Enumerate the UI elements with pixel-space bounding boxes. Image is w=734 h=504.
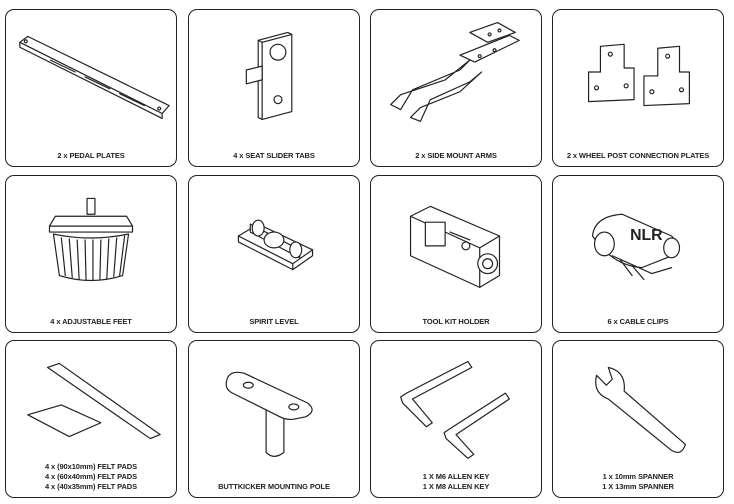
label-line: 4 x SEAT SLIDER TABS	[233, 151, 315, 160]
part-label: BUTTKICKER MOUNTING POLE	[189, 482, 359, 492]
part-label: 2 x WHEEL POST CONNECTION PLATES	[553, 151, 723, 161]
label-line: SPIRIT LEVEL	[249, 317, 299, 326]
part-card-felt-pads: 4 x (90x10mm) FELT PADS 4 x (60x40mm) FE…	[5, 340, 177, 498]
label-line: 1 X M6 ALLEN KEY	[422, 472, 490, 481]
part-card-mounting-pole: BUTTKICKER MOUNTING POLE	[188, 340, 360, 498]
label-line: 2 x SIDE MOUNT ARMS	[415, 151, 497, 160]
part-card-spanners: 1 x 10mm SPANNER 1 X 13mm SPANNER	[552, 340, 724, 498]
label-line: 4 x (90x10mm) FELT PADS	[44, 462, 138, 471]
part-label: 1 x 10mm SPANNER 1 X 13mm SPANNER	[553, 472, 723, 492]
part-label: 2 x PEDAL PLATES	[6, 151, 176, 161]
part-label: 2 x SIDE MOUNT ARMS	[371, 151, 541, 161]
label-line: 2 x PEDAL PLATES	[57, 151, 125, 160]
part-label: 6 x CABLE CLIPS	[553, 317, 723, 327]
label-line: 4 x ADJUSTABLE FEET	[50, 317, 132, 326]
part-card-allen-keys: 1 X M6 ALLEN KEY 1 X M8 ALLEN KEY	[370, 340, 542, 498]
label-line: 2 x WHEEL POST CONNECTION PLATES	[566, 151, 710, 160]
label-line: 1 X 13mm SPANNER	[602, 482, 674, 491]
spirit-level-icon	[189, 176, 359, 296]
part-label: 4 x ADJUSTABLE FEET	[6, 317, 176, 327]
label-line: TOOL KIT HOLDER	[422, 317, 490, 326]
label-line: 4 x (40x35mm) FELT PADS	[44, 482, 138, 491]
part-card-pedal-plates: 2 x PEDAL PLATES	[5, 9, 177, 167]
part-card-cable-clips: NLR 6 x CABLE CLIPS	[552, 175, 724, 333]
mounting-pole-icon	[189, 341, 359, 461]
part-label: 4 x (90x10mm) FELT PADS 4 x (60x40mm) FE…	[6, 462, 176, 492]
part-card-side-mount-arms: 2 x SIDE MOUNT ARMS	[370, 9, 542, 167]
adjustable-foot-icon	[6, 176, 176, 296]
part-card-spirit-level: SPIRIT LEVEL	[188, 175, 360, 333]
spanner-icon	[553, 341, 723, 461]
part-card-adjustable-feet: 4 x ADJUSTABLE FEET	[5, 175, 177, 333]
pedal-plate-icon	[6, 10, 176, 130]
tool-kit-holder-icon	[371, 176, 541, 296]
side-mount-arm-icon	[371, 10, 541, 130]
seat-slider-tab-icon	[189, 10, 359, 130]
part-label: TOOL KIT HOLDER	[371, 317, 541, 327]
label-line: 1 x 10mm SPANNER	[602, 472, 674, 481]
label-line: 1 X M8 ALLEN KEY	[422, 482, 490, 491]
felt-pad-icon	[6, 341, 176, 461]
part-label: 1 X M6 ALLEN KEY 1 X M8 ALLEN KEY	[371, 472, 541, 492]
svg-text:NLR: NLR	[630, 227, 663, 244]
label-line: 4 x (60x40mm) FELT PADS	[44, 472, 138, 481]
part-card-tool-kit-holder: TOOL KIT HOLDER	[370, 175, 542, 333]
part-label: SPIRIT LEVEL	[189, 317, 359, 327]
cable-clip-icon: NLR	[553, 176, 723, 296]
part-card-seat-slider-tabs: 4 x SEAT SLIDER TABS	[188, 9, 360, 167]
label-line: BUTTKICKER MOUNTING POLE	[218, 482, 330, 491]
allen-key-icon	[371, 341, 541, 461]
wheel-post-plate-icon	[553, 10, 723, 130]
part-label: 4 x SEAT SLIDER TABS	[189, 151, 359, 161]
part-card-wheel-post-plates: 2 x WHEEL POST CONNECTION PLATES	[552, 9, 724, 167]
label-line: 6 x CABLE CLIPS	[607, 317, 669, 326]
